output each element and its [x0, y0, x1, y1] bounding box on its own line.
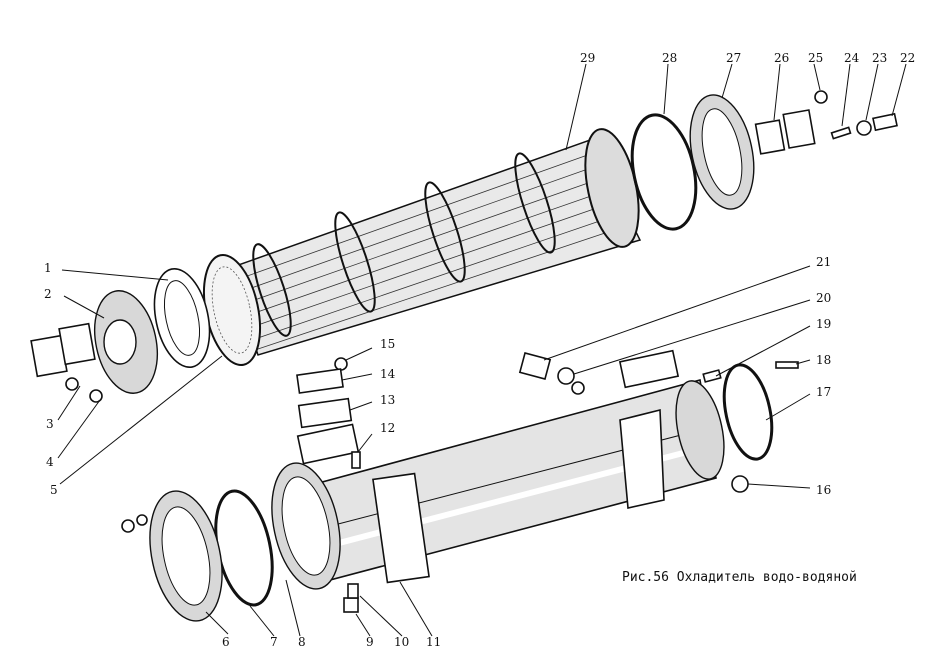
callout-17: 17 — [816, 385, 831, 399]
callout-20: 20 — [816, 291, 831, 305]
callout-8: 8 — [298, 635, 306, 649]
pin-18 — [775, 361, 799, 369]
callout-22: 22 — [900, 51, 915, 65]
cover-27 — [689, 94, 755, 210]
plate-14 — [296, 368, 344, 394]
callout-16: 16 — [816, 483, 831, 497]
callout-24: 24 — [844, 51, 860, 65]
callout-1: 1 — [44, 261, 52, 275]
cover-2 — [94, 290, 158, 394]
callout-18: 18 — [816, 353, 831, 367]
callout-7: 7 — [270, 635, 278, 649]
pin-24 — [830, 126, 852, 140]
cover-6 — [149, 490, 223, 622]
ring-17 — [722, 363, 774, 461]
callout-19: 19 — [816, 317, 831, 331]
tube-bundle — [203, 128, 642, 367]
plug-16 — [731, 475, 749, 493]
bolt-12 — [351, 451, 361, 469]
callout-6: 6 — [222, 635, 230, 649]
flange-26 — [782, 109, 816, 149]
callout-10: 10 — [394, 635, 409, 649]
callout-13: 13 — [380, 393, 395, 407]
bolt-21 — [518, 351, 552, 381]
callout-23: 23 — [872, 51, 887, 65]
callout-12: 12 — [380, 421, 395, 435]
gasket-13 — [297, 397, 353, 429]
washer-23 — [856, 120, 872, 136]
callout-5: 5 — [50, 483, 58, 497]
ring-28 — [630, 113, 698, 231]
nut-25 — [814, 90, 828, 104]
callout-9: 9 — [366, 635, 374, 649]
callout-28: 28 — [662, 51, 677, 65]
gasket-1 — [153, 267, 211, 369]
callout-15: 15 — [380, 337, 395, 351]
callout-4: 4 — [46, 455, 54, 469]
callout-11: 11 — [426, 635, 441, 649]
callout-26: 26 — [774, 51, 789, 65]
shell-body — [296, 349, 725, 584]
callout-3: 3 — [46, 417, 54, 431]
fitting-20 — [557, 367, 575, 385]
bolt-9 — [343, 597, 359, 613]
callout-14: 14 — [380, 367, 396, 381]
figure-caption: Рис.56 Охладитель водо-водяной — [622, 570, 857, 585]
callout-27: 27 — [726, 51, 741, 65]
bolt-22 — [872, 112, 898, 132]
callout-2: 2 — [44, 287, 52, 301]
callout-25: 25 — [808, 51, 823, 65]
callout-21: 21 — [816, 255, 831, 269]
callout-29: 29 — [580, 51, 595, 65]
flange-4 — [58, 322, 96, 366]
callout-labels: 1 2 3 4 5 6 7 8 9 10 11 12 13 14 15 16 1… — [44, 51, 915, 649]
